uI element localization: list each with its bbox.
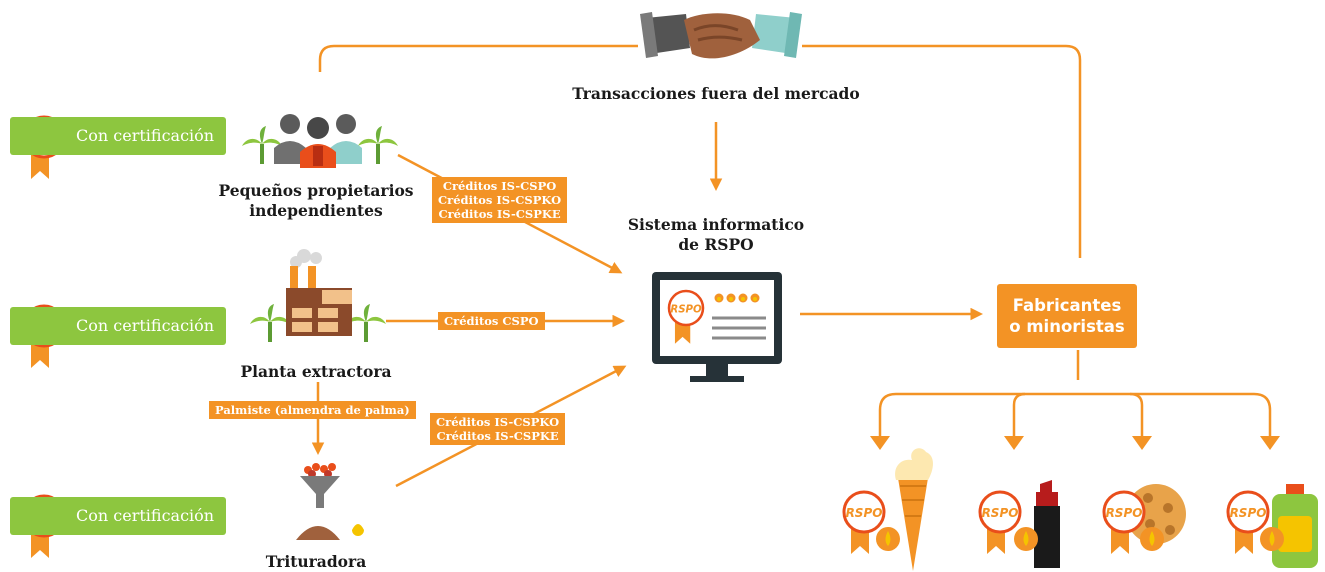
certification-label: Con certificación: [76, 126, 215, 145]
smallholder-credits-tag: Créditos IS-CSPO Créditos IS-CSPKO Crédi…: [432, 177, 568, 223]
tag-line: Créditos IS-CSPKE: [436, 429, 559, 443]
rspo-system-monitor: [652, 272, 782, 382]
smallholders-icon: [242, 114, 398, 168]
mill-icon: [250, 249, 386, 342]
tag-line: Créditos IS-CSPKO: [438, 193, 562, 207]
mill-credits-tag: Créditos CSPO: [438, 312, 545, 330]
connector-left-top: [318, 44, 638, 72]
product-arrowheads: [870, 436, 1280, 450]
certification-pill-mill: Con certificación: [10, 307, 226, 345]
smallholders-label: Pequeños propietarios independientes: [196, 181, 436, 221]
certification-label: Con certificación: [76, 506, 215, 525]
system-label-line2: de RSPO: [678, 235, 754, 254]
crusher-icon: [296, 463, 364, 540]
connector-right-top: [802, 44, 1082, 258]
connector-products-bar: [878, 392, 1272, 442]
mill-label: Planta extractora: [240, 362, 392, 381]
manufacturers-box: Fabricantes o minoristas: [997, 284, 1137, 348]
lipstick-icon: [978, 480, 1060, 568]
tag-line: Créditos IS-CSPKE: [438, 207, 561, 221]
manufacturers-line2: o minoristas: [1009, 317, 1125, 336]
detergent-icon: [1226, 484, 1318, 568]
smallholders-label-line1: Pequeños propietarios: [218, 181, 414, 200]
tag-line: Créditos IS-CSPO: [442, 179, 557, 193]
crusher-label: Trituradora: [265, 552, 367, 571]
certification-pill-crusher: Con certificación: [10, 497, 226, 535]
ice-cream-icon: [842, 448, 933, 571]
handshake-icon: [640, 12, 802, 59]
certification-label: Con certificación: [76, 316, 215, 335]
manufacturers-line1: Fabricantes: [1012, 296, 1122, 315]
certification-pill-smallholders: Con certificación: [10, 117, 226, 155]
crusher-credits-tag: Créditos IS-CSPKO Créditos IS-CSPKE: [430, 413, 566, 445]
system-label: Sistema informatico de RSPO: [596, 215, 836, 255]
cookie-icon: [1102, 484, 1186, 556]
system-label-line1: Sistema informatico: [627, 215, 805, 234]
connector-cookie: [1129, 392, 1144, 442]
market-transactions-label: Transacciones fuera del mercado: [572, 84, 860, 103]
connector-lipstick: [1012, 392, 1026, 442]
tag-line: Créditos IS-CSPKO: [436, 415, 560, 429]
smallholders-label-line2: independientes: [249, 201, 383, 220]
kernel-tag: Palmiste (almendra de palma): [209, 401, 416, 419]
